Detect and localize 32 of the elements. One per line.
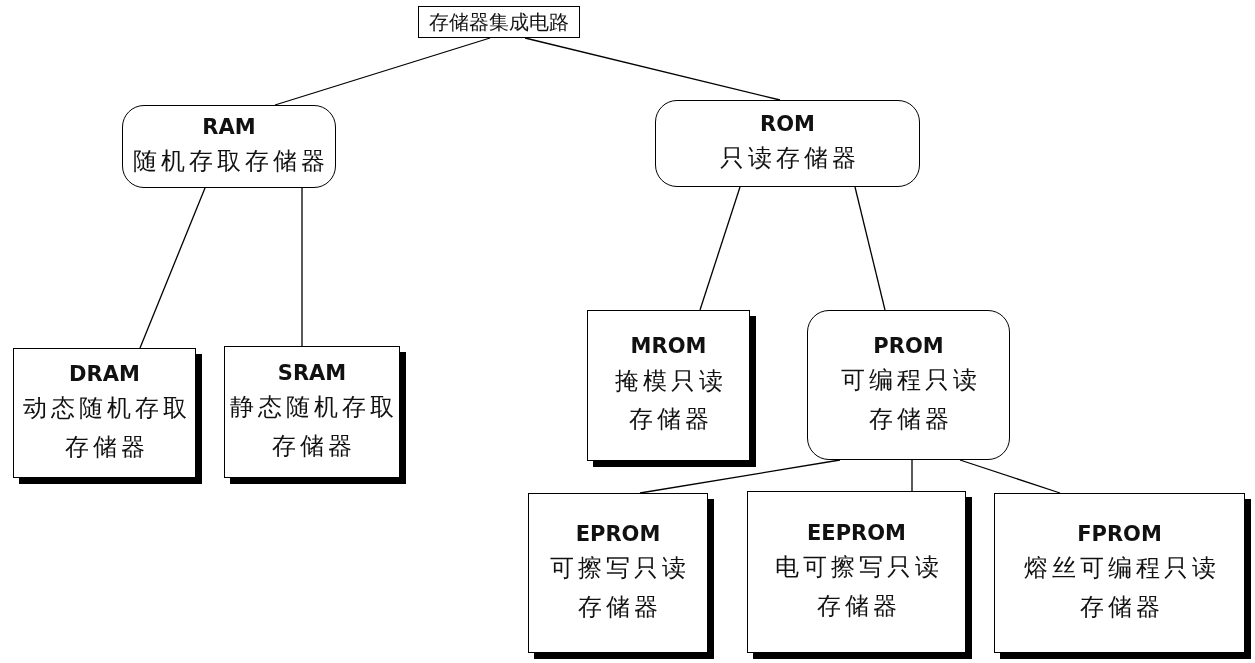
category-box bbox=[122, 105, 336, 188]
connector-line bbox=[959, 459, 1061, 494]
acronym-label: MROM bbox=[630, 333, 707, 361]
connector-line bbox=[699, 186, 741, 311]
diagram-heading: 存储器集成电路 bbox=[429, 10, 569, 34]
acronym-label: EEPROM bbox=[807, 519, 906, 547]
connector-line bbox=[639, 459, 841, 494]
memory-type-label: 动态随机存取存储器 bbox=[22, 393, 191, 463]
category-box bbox=[655, 100, 920, 187]
memory-type-label: 随机存取存储器 bbox=[133, 146, 329, 177]
connector-line bbox=[524, 37, 781, 101]
acronym-label: SRAM bbox=[277, 359, 347, 387]
memory-type-label: 可编程只读存储器 bbox=[839, 365, 982, 435]
acronym-label: FPROM bbox=[1077, 520, 1162, 548]
memory-type-label: 熔丝可编程只读存储器 bbox=[1022, 553, 1221, 623]
memory-type-label: 可擦写只读存储器 bbox=[549, 553, 691, 623]
connector-line bbox=[139, 187, 206, 349]
acronym-label: PROM bbox=[873, 332, 944, 360]
category-box bbox=[807, 310, 1010, 460]
connector-line bbox=[911, 459, 913, 492]
memory-type-label: 只读存储器 bbox=[719, 143, 860, 174]
title-box bbox=[418, 6, 580, 38]
connector-line bbox=[274, 37, 491, 106]
acronym-label: DRAM bbox=[69, 360, 140, 388]
acronym-label: ROM bbox=[760, 110, 815, 138]
memory-type-label: 掩模只读存储器 bbox=[613, 365, 728, 436]
memory-type-label: 静态随机存取存储器 bbox=[229, 392, 399, 462]
connector-line bbox=[854, 186, 886, 311]
acronym-label: EPROM bbox=[575, 520, 661, 548]
acronym-label: RAM bbox=[202, 113, 256, 141]
connector-line bbox=[301, 187, 303, 347]
memory-type-label: 电可擦写只读存储器 bbox=[773, 552, 944, 622]
